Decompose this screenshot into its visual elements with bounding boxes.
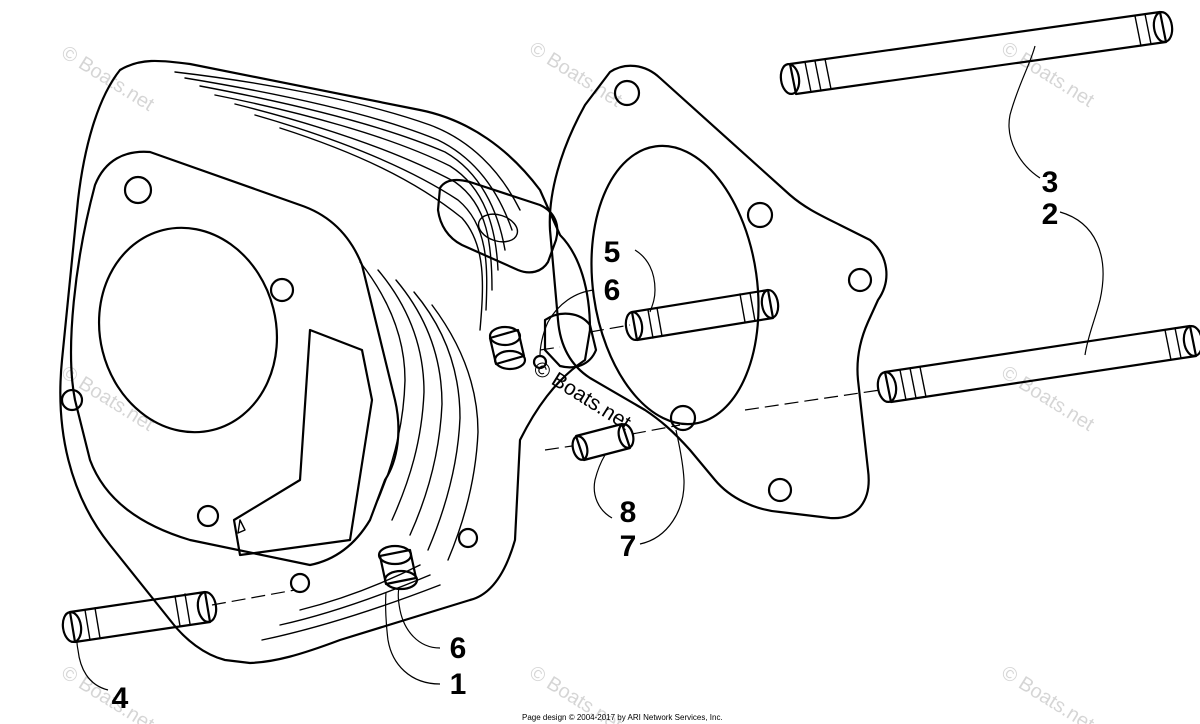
watermark-layer: © Boats.net © Boats.net © Boats.net © Bo… — [57, 38, 1098, 724]
callout-3: 3 — [1042, 166, 1059, 199]
callout-2: 2 — [1042, 198, 1059, 231]
watermark: © Boats.net — [997, 38, 1098, 112]
callout-leaders — [76, 45, 1104, 691]
cylinder-block — [59, 59, 598, 665]
watermark: © Boats.net — [525, 38, 626, 112]
watermark: © Boats.net — [57, 362, 158, 436]
stud-part-4 — [61, 590, 218, 644]
callout-4: 4 — [112, 682, 129, 715]
cylinder-base-gasket — [548, 64, 888, 520]
dowel-pin-upper — [488, 325, 527, 371]
watermark: © Boats.net — [57, 42, 158, 116]
callout-8: 8 — [620, 496, 637, 529]
callout-6-upper: 6 — [604, 274, 621, 307]
callout-6-lower: 6 — [450, 632, 467, 665]
watermark: © Boats.net — [997, 662, 1098, 724]
alignment-lines — [211, 324, 881, 606]
dowel-pin-lower — [377, 544, 419, 591]
copyright-footer: Page design © 2004-2017 by ARI Network S… — [522, 713, 723, 722]
watermark: © Boats.net — [57, 662, 158, 724]
callout-7: 7 — [620, 530, 637, 563]
callout-5: 5 — [604, 236, 621, 269]
stud-part-5 — [624, 288, 780, 342]
stud-part-3 — [779, 10, 1174, 96]
callout-1: 1 — [450, 668, 467, 701]
